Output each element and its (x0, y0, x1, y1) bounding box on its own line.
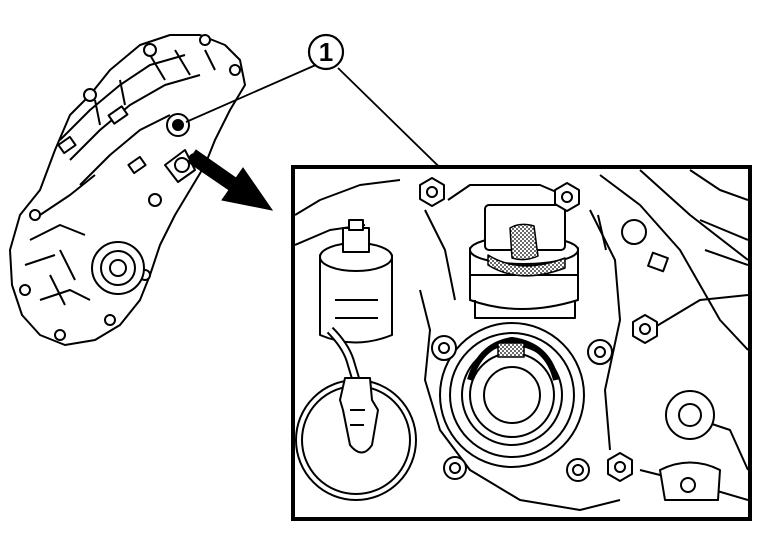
callout-1: 1 (307, 33, 345, 71)
svg-text:1: 1 (319, 37, 333, 67)
gearbox-housing-overview (9, 34, 246, 346)
block-arrow-icon (187, 149, 274, 211)
gearbox-detail-view (291, 165, 752, 521)
